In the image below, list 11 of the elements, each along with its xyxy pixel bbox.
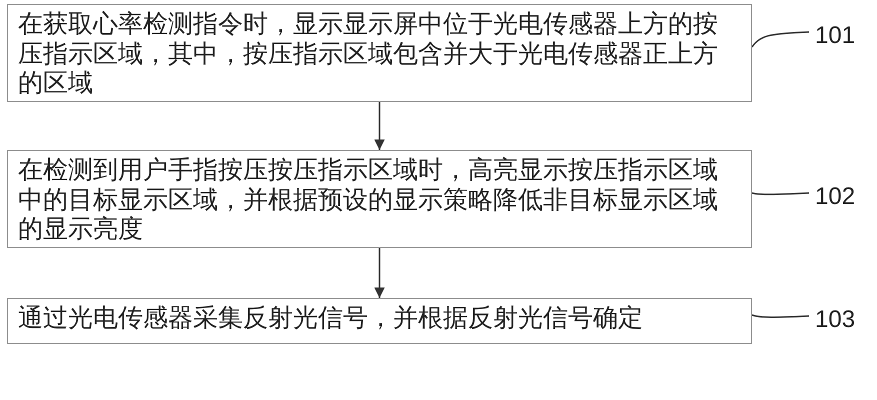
arrow: [374, 248, 385, 298]
leader-line: [752, 192, 810, 196]
arrow: [374, 102, 385, 150]
step-number: 101: [815, 22, 856, 50]
leader-line: [752, 314, 810, 318]
process-box: 在获取心率检测指令时，显示显示屏中位于光电传感器上方的按压指示区域，其中，按压指示区域包含并大于光电传感器正上方的区域: [7, 4, 752, 102]
step-number: 103: [815, 306, 856, 334]
leader-line: [751, 31, 810, 48]
process-box: 通过光电传感器采集反射光信号，并根据反射光信号确定: [7, 298, 752, 344]
step-number: 102: [815, 183, 856, 211]
process-box: 在检测到用户手指按压按压指示区域时，高亮显示按压指示区域中的目标显示区域，并根据预设的显示策略降低非目标显示区域的显示亮度: [7, 150, 752, 248]
